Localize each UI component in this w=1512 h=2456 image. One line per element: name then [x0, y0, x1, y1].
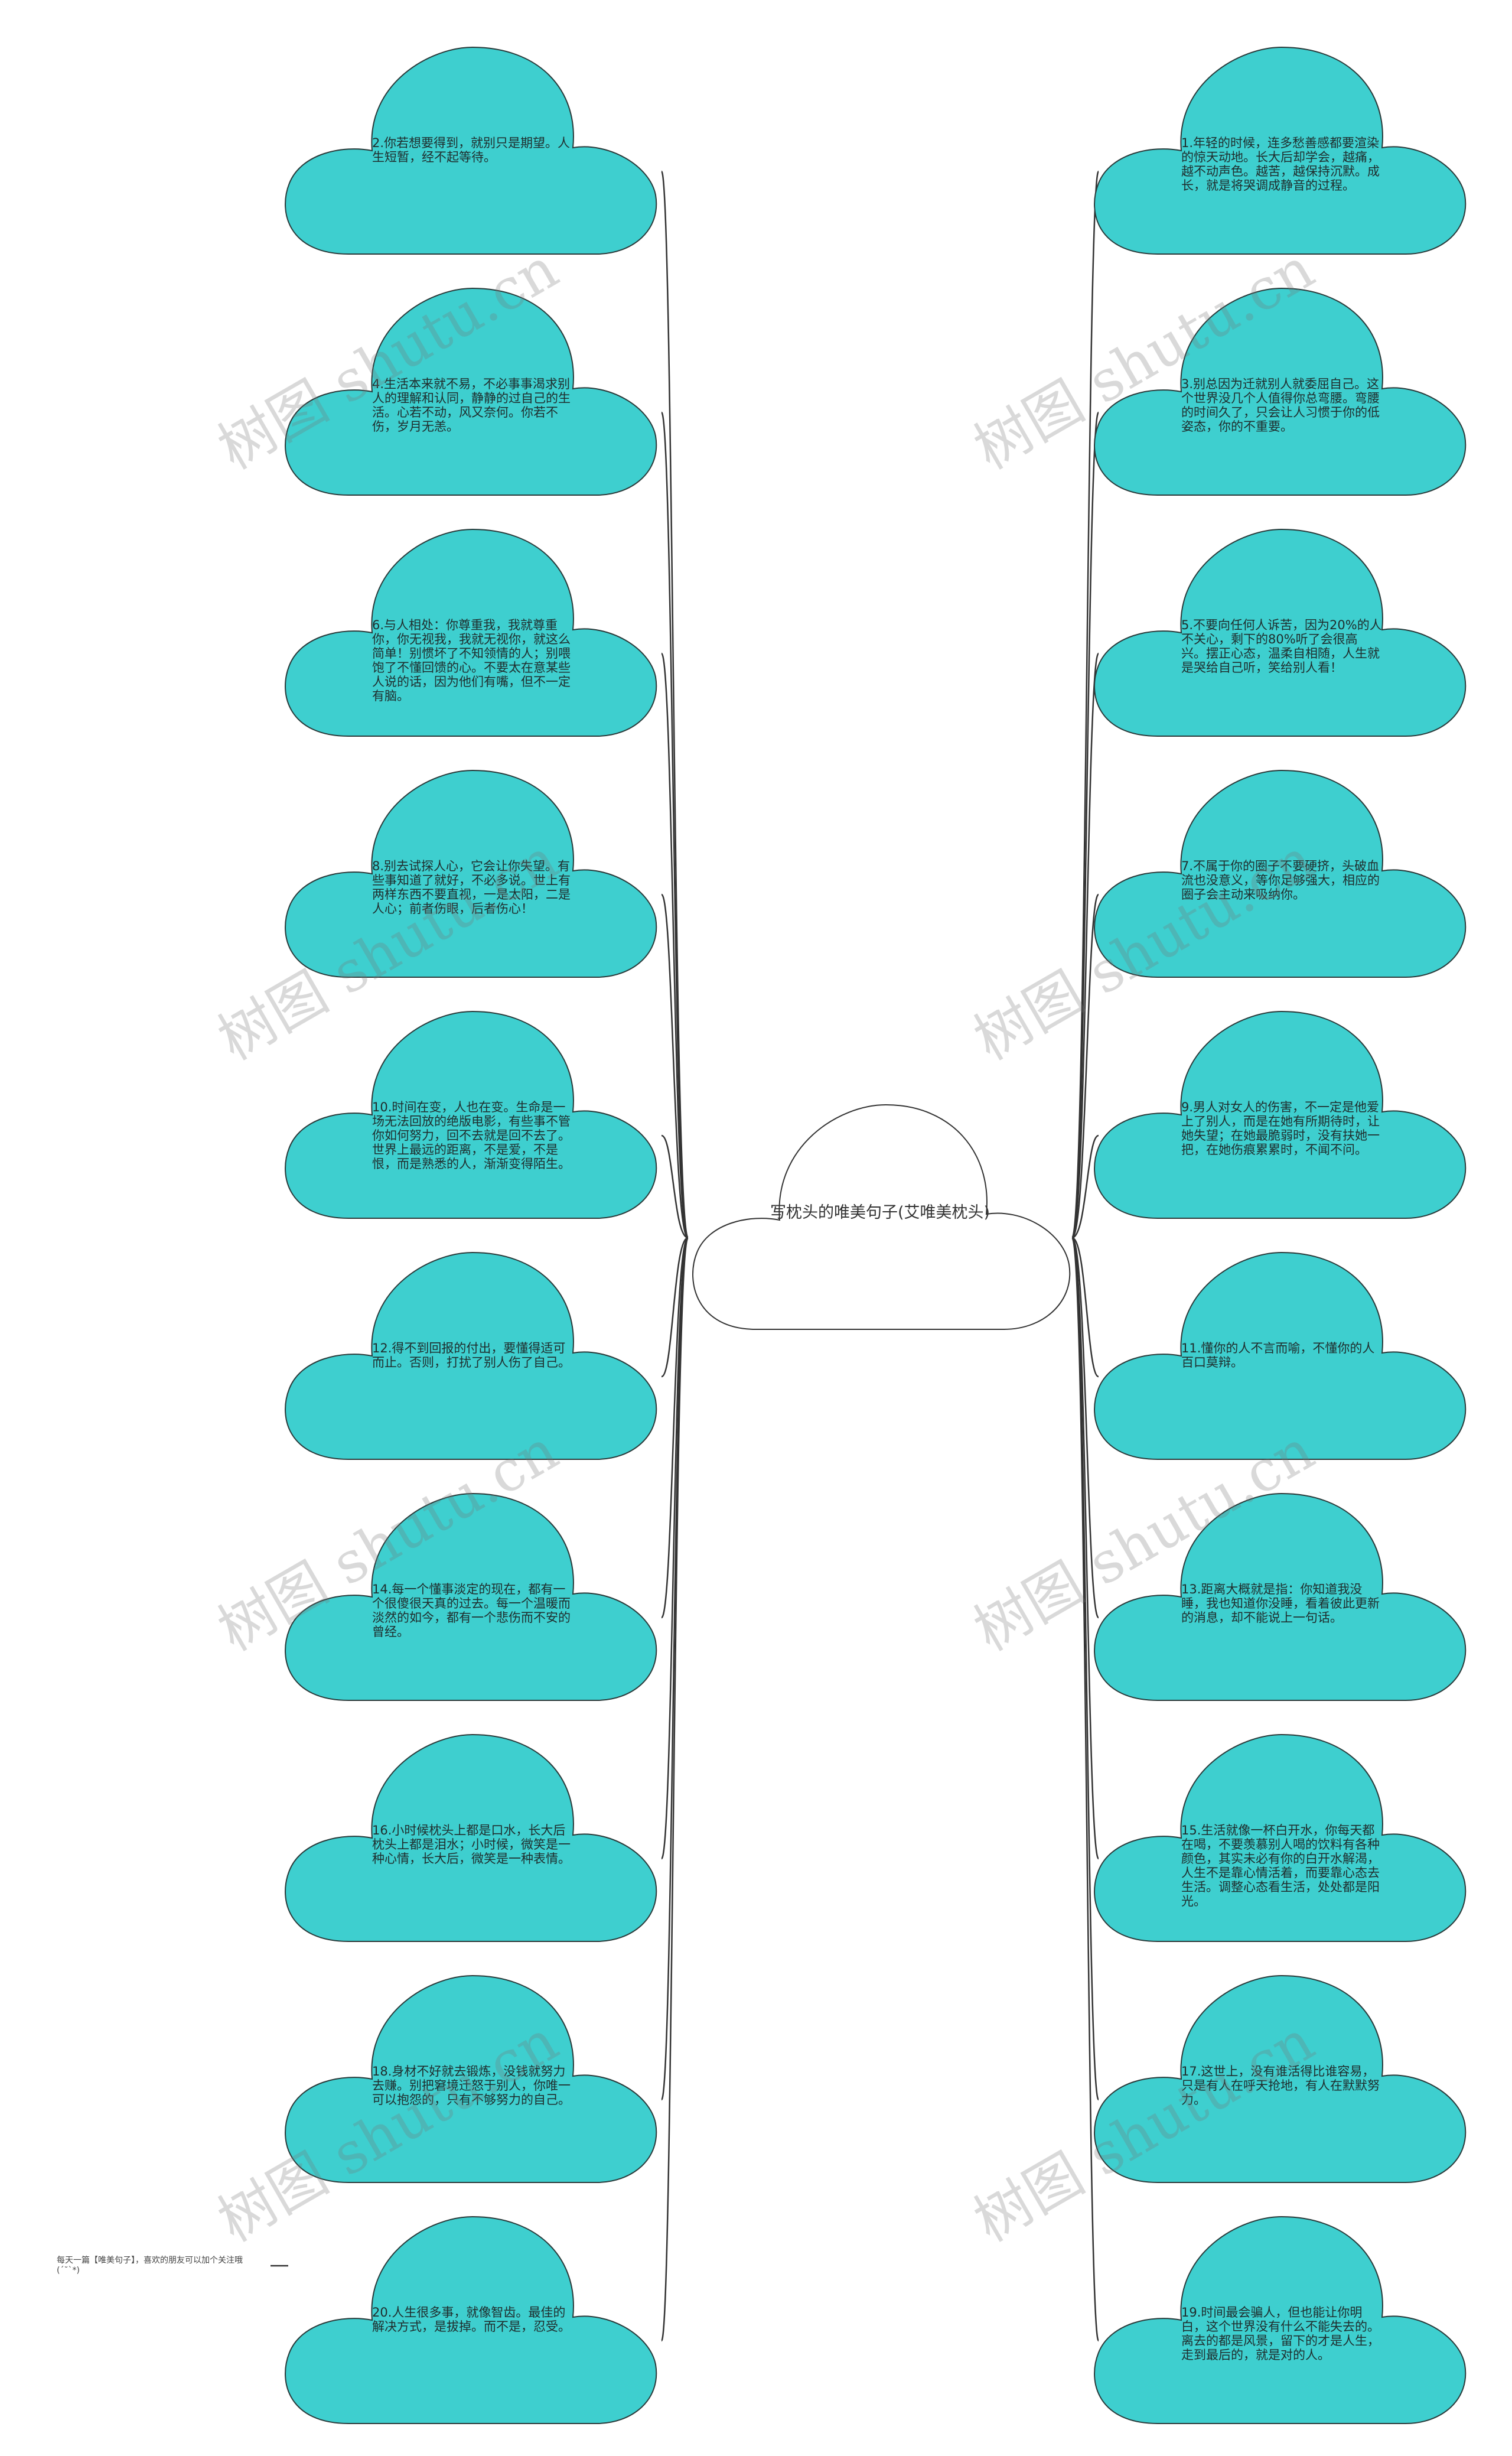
right-node-3[interactable]: 5.不要向任何人诉苦，因为20%的人不关心，剩下的80%听了会很高兴。摆正心态，… [1087, 518, 1477, 748]
right-connector-8 [1071, 1237, 1100, 1860]
left-node-3-text: 6.与人相处：你尊重我，我就尊重你，你无视我，我就无视你，就这么简单！别惯坏了不… [372, 618, 571, 703]
right-node-5[interactable]: 9.男人对女人的伤害，不一定是他爱上了别人，而是在她有所期待时，让她失望；在她最… [1087, 1000, 1477, 1230]
left-node-5-text: 10.时间在变，人也在变。生命是一场无法回放的绝版电影，有些事不管你如何努力，回… [372, 1100, 571, 1171]
right-node-10[interactable]: 19.时间最会骗人，但也能让你明白，这个世界没有什么不能失去的。离去的都是风景，… [1087, 2205, 1477, 2435]
left-connector-4 [660, 893, 689, 1239]
right-node-8-text: 15.生活就像一杯白开水，你每天都在喝，不要羡慕别人喝的饮料有各种颜色，其实未必… [1181, 1823, 1380, 1908]
right-connector-5 [1071, 1134, 1099, 1239]
left-node-9[interactable]: 18.身材不好就去锻炼，没钱就努力去赚。别把窘境迁怒于别人，你唯一可以抱怨的，只… [278, 1964, 667, 2194]
right-node-4[interactable]: 7.不属于你的圈子不要硬挤，头破血流也没意义，等你足够强大，相应的圈子会主动来吸… [1087, 759, 1477, 989]
right-connector-7 [1071, 1237, 1100, 1619]
left-node-6[interactable]: 12.得不到回报的付出，要懂得适可而止。否则，打扰了别人伤了自己。 [278, 1241, 667, 1471]
side-note: 每天一篇【唯美句子】，喜欢的朋友可以加个关注哦(ˊ˘ˋ*) [57, 2256, 243, 2275]
left-node-5[interactable]: 10.时间在变，人也在变。生命是一场无法回放的绝版电影，有些事不管你如何努力，回… [278, 1000, 667, 1230]
right-connector-1 [1071, 170, 1100, 1239]
left-node-7[interactable]: 14.每一个懂事淡定的现在，都有一个很傻很天真的过去。每一个温暖而淡然的如今，都… [278, 1482, 667, 1712]
right-node-10-text: 19.时间最会骗人，但也能让你明白，这个世界没有什么不能失去的。离去的都是风景，… [1181, 2305, 1380, 2362]
left-node-1-text: 2.你若想要得到，就别只是期望。人生短暂，经不起等待。 [372, 136, 571, 164]
right-node-9-text: 17.这世上，没有谁活得比谁容易，只是有人在呼天抢地，有人在默默努力。 [1181, 2064, 1380, 2107]
right-node-5-text: 9.男人对女人的伤害，不一定是他爱上了别人，而是在她有所期待时，让她失望；在她最… [1181, 1100, 1380, 1157]
right-node-6-text: 11.懂你的人不言而喻，不懂你的人百口莫辩。 [1181, 1341, 1375, 1369]
right-node-8[interactable]: 15.生活就像一杯白开水，你每天都在喝，不要羡慕别人喝的饮料有各种颜色，其实未必… [1087, 1723, 1477, 1953]
left-connector-3 [660, 652, 689, 1239]
left-connector-7 [660, 1237, 689, 1619]
right-node-7-text: 13.距离大概就是指：你知道我没睡，我也知道你没睡，看着彼此更新的消息，却不能说… [1181, 1582, 1380, 1625]
left-node-2-text: 4.生活本来就不易，不必事事渴求别人的理解和认同，静静的过自己的生活。心若不动，… [372, 377, 571, 434]
right-connector-10 [1071, 1237, 1100, 2342]
left-connector-6 [661, 1237, 689, 1378]
left-node-2[interactable]: 4.生活本来就不易，不必事事渴求别人的理解和认同，静静的过自己的生活。心若不动，… [278, 276, 667, 507]
left-connector-8 [660, 1237, 689, 1860]
left-node-9-text: 18.身材不好就去锻炼，没钱就努力去赚。别把窘境迁怒于别人，你唯一可以抱怨的，只… [372, 2064, 571, 2107]
right-node-7[interactable]: 13.距离大概就是指：你知道我没睡，我也知道你没睡，看着彼此更新的消息，却不能说… [1087, 1482, 1477, 1712]
left-connector-10 [660, 1237, 689, 2342]
right-node-2[interactable]: 3.别总因为迁就别人就委屈自己。这个世界没几个人值得你总弯腰。弯腰的时间久了，只… [1087, 276, 1477, 507]
right-node-3-text: 5.不要向任何人诉苦，因为20%的人不关心，剩下的80%听了会很高兴。摆正心态，… [1181, 618, 1382, 675]
central-topic-label: 写枕头的唯美句子(艾唯美枕头) [770, 1203, 990, 1222]
left-node-8[interactable]: 16.小时候枕头上都是口水，长大后枕头上都是泪水；小时候，微笑是一种心情，长大后… [278, 1723, 667, 1953]
right-connector-4 [1071, 893, 1100, 1239]
left-node-6-text: 12.得不到回报的付出，要懂得适可而止。否则，打扰了别人伤了自己。 [372, 1341, 571, 1369]
left-node-10[interactable]: 20.人生很多事，就像智齿。最佳的解决方式，是拔掉。而不是，忍受。 [278, 2205, 667, 2435]
right-node-1[interactable]: 1.年轻的时候，连多愁善感都要渲染的惊天动地。长大后却学会，越痛，越不动声色。越… [1087, 35, 1477, 266]
left-node-4-text: 8.别去试探人心，它会让你失望。有些事知道了就好，不必多说。世上有两样东西不要直… [372, 859, 571, 916]
right-node-9[interactable]: 17.这世上，没有谁活得比谁容易，只是有人在呼天抢地，有人在默默努力。 [1087, 1964, 1477, 2194]
left-node-1[interactable]: 2.你若想要得到，就别只是期望。人生短暂，经不起等待。 [278, 35, 667, 266]
right-node-4-text: 7.不属于你的圈子不要硬挤，头破血流也没意义，等你足够强大，相应的圈子会主动来吸… [1181, 859, 1380, 902]
right-node-1-text: 1.年轻的时候，连多愁善感都要渲染的惊天动地。长大后却学会，越痛，越不动声色。越… [1181, 136, 1380, 193]
right-connector-6 [1071, 1237, 1099, 1378]
left-node-3[interactable]: 6.与人相处：你尊重我，我就尊重你，你无视我，我就无视你，就这么简单！别惯坏了不… [278, 518, 667, 748]
right-connector-2 [1071, 411, 1100, 1239]
right-node-2-text: 3.别总因为迁就别人就委屈自己。这个世界没几个人值得你总弯腰。弯腰的时间久了，只… [1181, 377, 1380, 434]
left-node-8-text: 16.小时候枕头上都是口水，长大后枕头上都是泪水；小时候，微笑是一种心情，长大后… [372, 1823, 571, 1866]
left-node-10-text: 20.人生很多事，就像智齿。最佳的解决方式，是拔掉。而不是，忍受。 [372, 2305, 571, 2334]
right-node-6[interactable]: 11.懂你的人不言而喻，不懂你的人百口莫辩。 [1087, 1241, 1477, 1471]
central-topic-node[interactable]: 写枕头的唯美句子(艾唯美枕头) [685, 1081, 1075, 1341]
left-connector-1 [660, 170, 689, 1239]
left-connector-2 [660, 411, 689, 1239]
left-node-4[interactable]: 8.别去试探人心，它会让你失望。有些事知道了就好，不必多说。世上有两样东西不要直… [278, 759, 667, 989]
left-connector-5 [661, 1134, 689, 1239]
left-node-7-text: 14.每一个懂事淡定的现在，都有一个很傻很天真的过去。每一个温暖而淡然的如今，都… [372, 1582, 571, 1639]
